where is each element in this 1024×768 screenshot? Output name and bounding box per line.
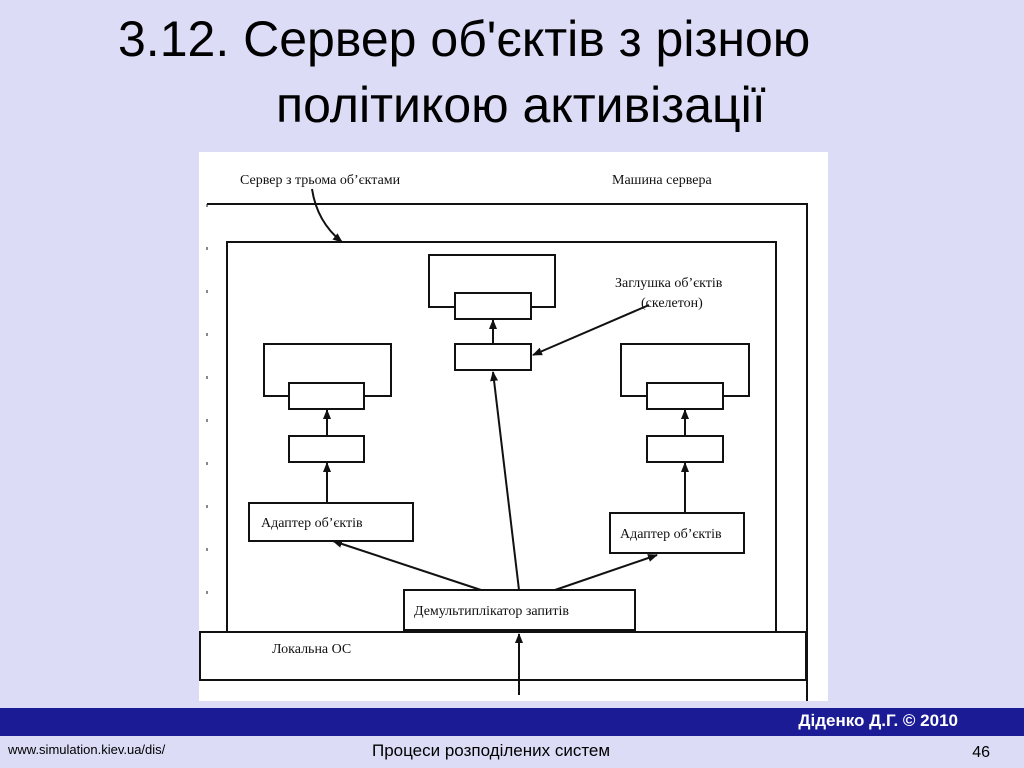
slide-title-line2: політикою активізації	[276, 77, 766, 133]
pointer-skeleton-label	[532, 304, 650, 356]
label-local-os: Локальна ОС	[272, 642, 351, 657]
skeleton-middle	[454, 343, 532, 371]
label-adapter-left: Адаптер об’єктів	[261, 516, 363, 531]
label-demux: Демультиплікатор запитів	[414, 604, 569, 619]
label-adapter-right: Адаптер об’єктів	[620, 527, 722, 542]
arrow-demux-skeleton-middle	[490, 371, 520, 591]
label-server-machine: Машина сервера	[612, 173, 712, 188]
demux-box	[403, 589, 636, 631]
skeleton-right	[646, 435, 724, 463]
pointer-server-label	[311, 188, 343, 243]
arrow-demux-adapter-right	[554, 554, 658, 591]
label-server-three-objects: Сервер з трьома об’єктами	[240, 173, 401, 188]
server-diagram: Сервер з трьома об’єктами Машина сервера…	[199, 152, 828, 701]
diagram-canvas: Сервер з трьома об’єктами Машина сервера…	[199, 173, 808, 701]
arrow-demux-adapter-left	[332, 540, 482, 591]
local-os-box	[199, 631, 807, 681]
adapter-left-box	[248, 502, 414, 542]
course-title: Процеси розподілених систем	[372, 741, 611, 760]
server-machine-outline	[207, 203, 808, 701]
site-url: www.simulation.kiev.ua/dis/	[8, 742, 166, 757]
footer-bar	[0, 708, 1024, 736]
adapter-right-box	[609, 512, 745, 554]
skeleton-left	[288, 435, 365, 463]
object-right-interface	[646, 382, 724, 410]
author-credit: Діденко Д.Г. © 2010	[798, 711, 958, 730]
object-left-interface	[288, 382, 365, 410]
page-number: 46	[972, 744, 990, 761]
label-skeleton-line1: Заглушка об’єктів	[615, 276, 723, 291]
label-skeleton-line2: (скелетон)	[641, 296, 703, 311]
object-middle-interface	[454, 292, 532, 320]
slide-title-line1: 3.12. Сервер об'єктів з різною	[118, 11, 811, 67]
